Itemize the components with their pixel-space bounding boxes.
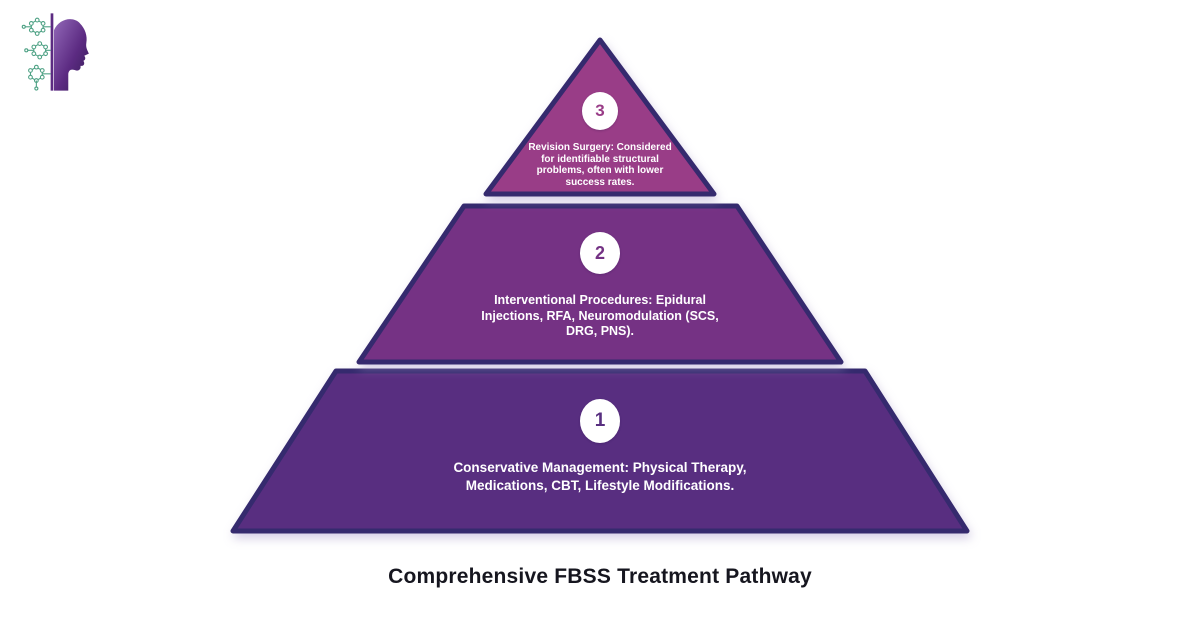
pyramid-level-2-shape [356,203,844,365]
level-1-number-badge: 1 [580,399,620,443]
level-1-label: Conservative Management: Physical Therap… [453,460,747,493]
level-2-label: Interventional Procedures: Epidural Inje… [481,293,719,338]
logo-divider-line [50,13,54,91]
level-3-label: Revision Surgery: Considered for identif… [528,142,672,188]
level-2-number-badge: 2 [580,232,620,274]
level-3-number-badge: 3 [582,92,618,130]
pyramid-level-1-shape [230,368,970,534]
molecule-icon [21,17,51,91]
brand-logo [21,13,89,91]
diagram-title: Comprehensive FBSS Treatment Pathway [388,565,812,588]
head-profile-icon [54,19,89,91]
